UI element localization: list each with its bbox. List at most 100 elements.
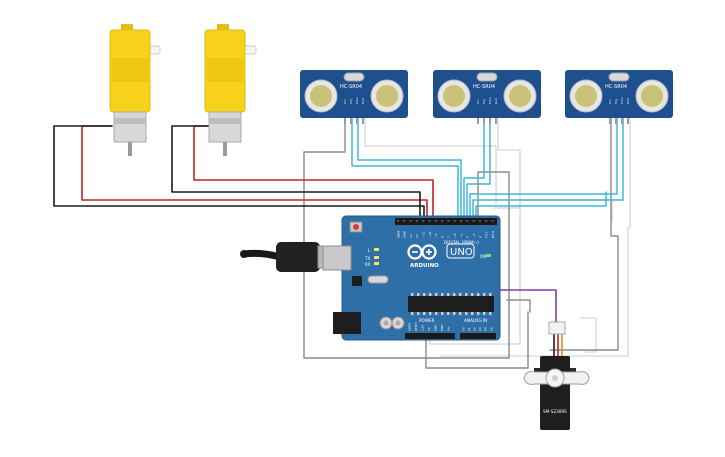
digital-pin-hole xyxy=(485,220,488,222)
board-model-text: UNO xyxy=(450,247,473,258)
wire-black-motor-1 xyxy=(53,125,425,223)
sensor-pin-label: Trig xyxy=(482,99,486,105)
digital-pin-hole xyxy=(403,220,406,222)
chip-pin xyxy=(471,312,474,315)
chip-pin xyxy=(489,312,492,315)
digital-pin-hole xyxy=(441,220,444,222)
led-rx xyxy=(374,262,379,265)
capacitor-2-top xyxy=(395,320,401,326)
led-on xyxy=(486,254,491,257)
motor-2-shaft xyxy=(223,142,227,156)
chip-pin xyxy=(441,293,444,296)
digital-pin-hole xyxy=(466,220,469,222)
transducer-mesh xyxy=(310,85,332,107)
digital-pin-label: ~9 xyxy=(434,233,438,238)
digital-pin-label: 13 xyxy=(409,234,413,238)
motor-2-top-tab xyxy=(217,24,229,32)
servo-body xyxy=(540,356,570,430)
wire-cyan-3 xyxy=(463,117,485,223)
wire-cyan-5 xyxy=(469,117,618,223)
transducer-mesh xyxy=(509,85,531,107)
led-l xyxy=(374,248,379,251)
led-tx xyxy=(374,256,379,259)
sensor-pin xyxy=(621,118,623,124)
transducer-mesh xyxy=(575,85,597,107)
analog-pin-label: A5 xyxy=(489,327,493,331)
chip-pin xyxy=(435,293,438,296)
digital-pin-label: 8 xyxy=(440,236,444,238)
uno-badge xyxy=(446,243,475,259)
servo-connector xyxy=(548,321,566,335)
sensor-pin-label: Trig xyxy=(614,99,618,105)
wire-lightgray-2 xyxy=(429,117,521,345)
usb-plug-body xyxy=(276,242,320,272)
sensor-pin-label: Echo xyxy=(620,97,624,104)
dc-jack xyxy=(333,312,361,334)
servo-motor: SM-S2309S xyxy=(523,321,590,430)
chip-pins xyxy=(411,293,492,315)
sensor-pin xyxy=(495,118,497,124)
servo-hub-screw xyxy=(552,375,558,381)
sensor-pin xyxy=(615,118,617,124)
wire-cyan-1 xyxy=(351,117,459,223)
sensor-pin-label: Vcc xyxy=(608,99,612,104)
digital-pin-label: ~6 xyxy=(453,233,457,238)
digital-pin-hole xyxy=(460,220,462,222)
digital-pin-label: ~3 xyxy=(472,233,476,238)
sensor-label: HC-SR04 xyxy=(605,84,627,90)
digital-pin-label: ~11 xyxy=(422,232,426,238)
digital-pin-hole xyxy=(434,220,437,222)
sensor-label: HC-SR04 xyxy=(340,84,362,90)
capacitor-1-top xyxy=(383,320,389,326)
sensor-pin-label: Gnd xyxy=(494,98,498,104)
wire-black-motor-2 xyxy=(171,125,421,223)
digital-pin-hole xyxy=(472,220,475,222)
led-tx-label: TX xyxy=(364,256,370,261)
sensor-pin xyxy=(344,118,346,124)
motor-1-top-tab xyxy=(121,24,133,32)
arduino-logo-icon xyxy=(407,244,437,260)
chip-pin xyxy=(435,312,438,315)
analog-pin-label: A4 xyxy=(484,327,488,331)
digital-pin-label: ~10 xyxy=(428,232,432,238)
digital-pin-label: ~5 xyxy=(459,233,463,238)
digital-pin-hole xyxy=(409,220,412,222)
chip-pin xyxy=(417,312,420,315)
digital-pin-hole xyxy=(415,220,418,222)
atmega-chip xyxy=(408,296,494,312)
digital-pin-hole xyxy=(447,220,450,222)
led-rx-label: RX xyxy=(365,262,371,267)
sensor-pin xyxy=(489,118,491,124)
analog-pin-label: A0 xyxy=(461,327,465,331)
sensor-crystal xyxy=(343,72,365,82)
power-pin-label: 3.3V xyxy=(420,325,424,331)
chip-pin xyxy=(477,293,480,296)
analog-pin-label: A3 xyxy=(478,327,482,331)
digital-pin-label: AREF xyxy=(396,230,400,238)
sensor-crystal xyxy=(608,72,630,82)
power-pin-label: IOREF xyxy=(407,322,411,331)
chip-pin xyxy=(423,293,426,296)
chip-pin xyxy=(459,312,462,315)
power-label: POWER xyxy=(419,318,435,323)
motor-1-can-band xyxy=(114,118,146,124)
analog-header xyxy=(460,333,496,339)
servo-label: SM-S2309S xyxy=(543,409,567,414)
small-chip xyxy=(352,276,362,286)
led-on-label: ON xyxy=(480,254,486,259)
sensor-pin xyxy=(483,118,485,124)
sensor-pin xyxy=(350,118,352,124)
chip-pin xyxy=(477,312,480,315)
wire-lightgray-4 xyxy=(493,199,613,223)
digital-pin-label: 2 xyxy=(478,236,482,238)
digital-pin-hole xyxy=(491,220,494,222)
